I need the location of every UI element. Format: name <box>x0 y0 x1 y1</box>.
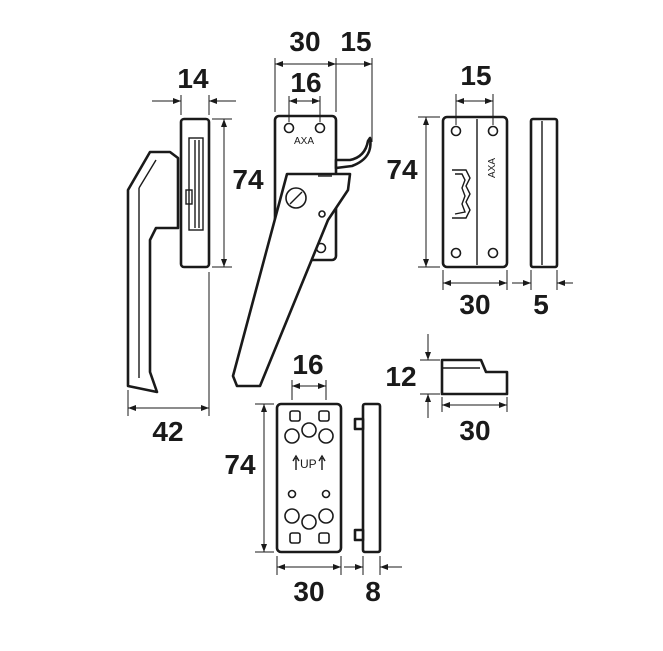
keeper-brand-label: AXA <box>487 158 498 178</box>
handle-brand-label: AXA <box>294 136 314 147</box>
dimension-labels: 14 74 42 30 16 15 15 74 30 5 12 30 16 74… <box>152 26 548 607</box>
dim-hook-offset: 15 <box>340 26 371 57</box>
wedge-block <box>440 358 509 396</box>
dim-keeper-width: 30 <box>459 289 490 320</box>
screw-hole-icon <box>283 122 295 134</box>
screw-hole-icon <box>487 247 499 259</box>
dim-height-main: 74 <box>232 164 264 195</box>
dim-wedge-width: 30 <box>459 415 490 446</box>
screw-hole-icon <box>314 122 326 134</box>
dim-wedge-height: 12 <box>385 361 416 392</box>
handle-side-profile <box>126 150 180 394</box>
dim-keeper-slot-width: 15 <box>460 60 491 91</box>
extension-lines <box>127 58 558 575</box>
dim-mount-hole-spacing: 16 <box>292 349 323 380</box>
dim-plate-hole-spacing-top: 16 <box>290 67 321 98</box>
dim-mount-width: 30 <box>293 576 324 607</box>
dim-left-plate-width: 14 <box>177 63 209 94</box>
mount-plate-side <box>353 402 382 554</box>
screw-hole-icon <box>450 125 462 137</box>
dimension-lines <box>128 61 573 570</box>
screw-hole-icon <box>450 247 462 259</box>
dim-mount-thickness: 8 <box>365 576 381 607</box>
dim-plate-width-top: 30 <box>289 26 320 57</box>
dim-handle-width: 42 <box>152 416 183 447</box>
screw-hole-icon <box>487 125 499 137</box>
handle-front-view: AXA <box>231 114 372 388</box>
dim-mount-height: 74 <box>224 449 256 480</box>
keeper-side-view <box>529 117 559 269</box>
mount-plate-front: UP <box>275 402 343 554</box>
dim-keeper-height: 74 <box>386 154 418 185</box>
dim-keeper-thickness: 5 <box>533 289 549 320</box>
side-plate-view <box>179 117 211 269</box>
keeper-front-view: AXA <box>441 115 509 269</box>
mount-up-label: UP <box>300 457 317 471</box>
